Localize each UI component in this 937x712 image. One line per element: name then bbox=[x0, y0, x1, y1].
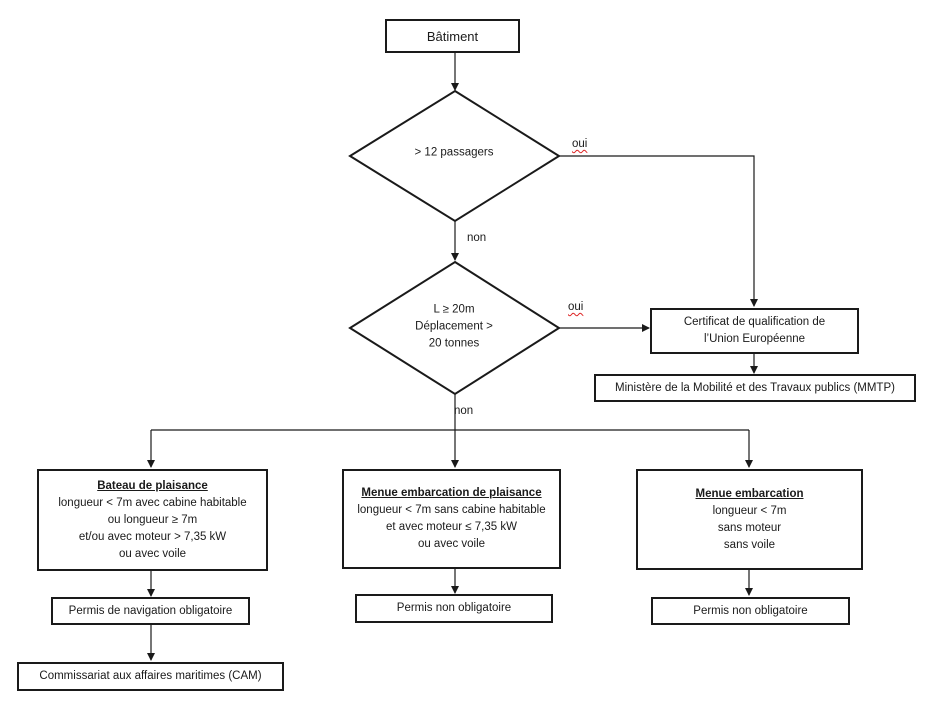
arrow-passengers-yes bbox=[559, 155, 758, 307]
decision-passengers-text: > 12 passagers bbox=[415, 145, 494, 162]
batiment-label: Bâtiment bbox=[426, 28, 479, 44]
edge-label-no-2: non bbox=[454, 405, 474, 417]
decision-size-line-1: L ≥ 20m bbox=[433, 303, 475, 316]
cam-label: Commissariat aux affaires maritimes (CAM… bbox=[39, 670, 262, 682]
certificate-line-2: l’Union Européenne bbox=[703, 333, 806, 345]
menue-embarcation-plaisance-box: Menue embarcation de plaisance longueur … bbox=[342, 469, 561, 569]
edge-label-yes-1: oui bbox=[572, 138, 588, 150]
menue-embarcation-title: Menue embarcation bbox=[695, 487, 804, 500]
menue-embarcation-plaisance-line: longueur < 7m sans cabine habitable bbox=[357, 504, 546, 516]
bateau-plaisance-box: Bateau de plaisance longueur < 7m avec c… bbox=[37, 469, 268, 571]
bateau-plaisance-line: ou longueur ≥ 7m bbox=[107, 513, 198, 526]
menue-embarcation-plaisance-line: et avec moteur ≤ 7,35 kW bbox=[386, 521, 517, 533]
ministry-label: Ministère de la Mobilité et des Travaux … bbox=[615, 381, 895, 394]
bateau-plaisance-line: ou avec voile bbox=[118, 547, 187, 560]
bateau-plaisance-title: Bateau de plaisance bbox=[97, 479, 208, 492]
permis-non-obligatoire-label-1: Permis non obligatoire bbox=[396, 602, 512, 614]
permis-non-obligatoire-box-1: Permis non obligatoire bbox=[355, 594, 553, 623]
certificate-line-1: Certificat de qualification de bbox=[683, 316, 826, 328]
decision-size-line-3: 20 tonnes bbox=[428, 337, 480, 350]
permis-obligatoire-box: Permis de navigation obligatoire bbox=[51, 597, 250, 625]
edge-label-no-1: non bbox=[467, 232, 487, 244]
certificate-box: Certificat de qualification de l’Union E… bbox=[650, 308, 859, 354]
menue-embarcation-box: Menue embarcation longueur < 7m sans mot… bbox=[636, 469, 863, 570]
ministry-box: Ministère de la Mobilité et des Travaux … bbox=[594, 374, 916, 402]
menue-embarcation-line: longueur < 7m bbox=[712, 504, 787, 517]
edge-label-yes-2: oui bbox=[568, 301, 584, 313]
permis-obligatoire-label: Permis de navigation obligatoire bbox=[68, 604, 233, 617]
menue-embarcation-plaisance-line: ou avec voile bbox=[417, 538, 486, 550]
decision-size-text: L ≥ 20m Déplacement > 20 tonnes bbox=[415, 302, 493, 353]
menue-embarcation-plaisance-title: Menue embarcation de plaisance bbox=[361, 487, 542, 499]
decision-size-line-2: Déplacement > bbox=[415, 320, 493, 333]
cam-box: Commissariat aux affaires maritimes (CAM… bbox=[17, 662, 284, 691]
decision-passengers-label: > 12 passagers bbox=[414, 146, 494, 159]
menue-embarcation-line: sans moteur bbox=[717, 521, 782, 534]
batiment-box: Bâtiment bbox=[385, 19, 520, 53]
bateau-plaisance-line: longueur < 7m avec cabine habitable bbox=[58, 496, 247, 509]
permis-non-obligatoire-label-2: Permis non obligatoire bbox=[693, 604, 808, 617]
permis-non-obligatoire-box-2: Permis non obligatoire bbox=[651, 597, 850, 625]
menue-embarcation-line: sans voile bbox=[723, 538, 776, 551]
bateau-plaisance-line: et/ou avec moteur > 7,35 kW bbox=[78, 530, 227, 543]
